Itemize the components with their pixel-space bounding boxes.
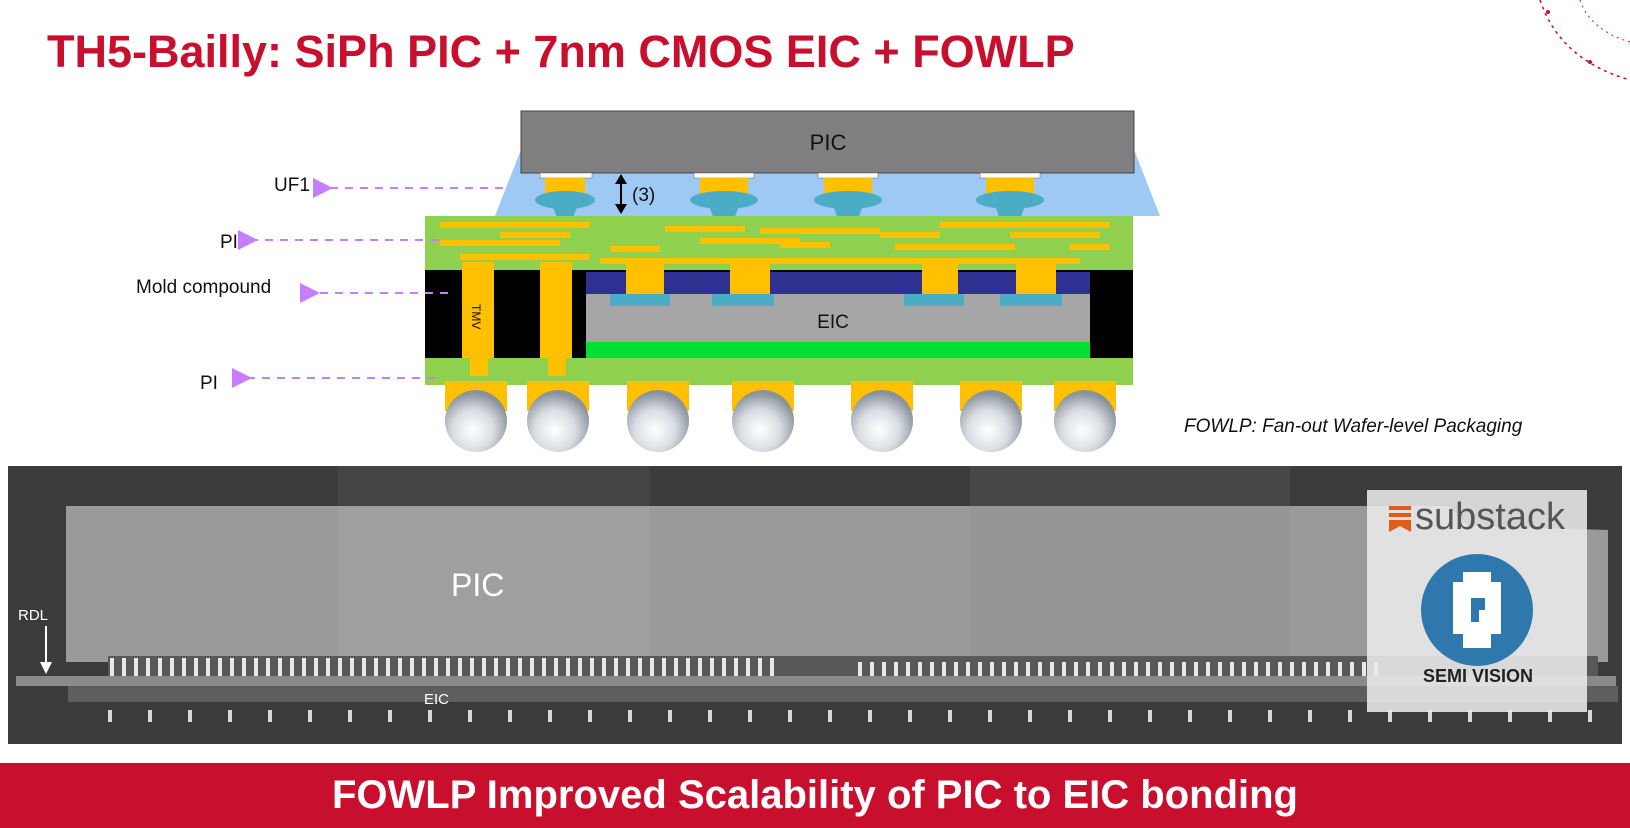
- fowlp-schematic: PIC (3): [232, 110, 1160, 452]
- die-attach-film: [586, 342, 1090, 358]
- eic-passivation: [586, 272, 1090, 294]
- micrograph-bumps: [110, 658, 1378, 678]
- watermark-brand: substack: [1415, 496, 1565, 538]
- callout-pi-top: PI: [220, 232, 238, 253]
- semivision-logo-icon: [1421, 554, 1533, 666]
- cross-section-micrograph: RDL PIC EIC: [8, 466, 1622, 744]
- micrograph-eic-label: EIC: [424, 691, 449, 708]
- substack-icon: [1389, 506, 1411, 532]
- pi-layer-bottom: [425, 358, 1133, 385]
- eic-label: EIC: [817, 312, 849, 333]
- fowlp-definition: FOWLP: Fan-out Wafer-level Packaging: [1184, 416, 1523, 437]
- rdl-traces: [440, 222, 1110, 264]
- watermark-name: SEMI VISION: [1423, 666, 1534, 686]
- slide-title: TH5-Bailly: SiPh PIC + 7nm CMOS EIC + FO…: [47, 26, 1075, 77]
- corner-decoration: [1539, 0, 1630, 81]
- bottom-banner-text: FOWLP Improved Scalability of PIC to EIC…: [332, 773, 1298, 817]
- solder-balls: [445, 390, 1116, 452]
- callout-uf1: UF1: [274, 175, 310, 196]
- callout-arrows: [232, 178, 503, 388]
- micrograph-rdl-label: RDL: [18, 607, 48, 624]
- tmv-label: TMV: [469, 304, 483, 329]
- pic-die: [520, 110, 1135, 174]
- through-mold-vias: [462, 262, 572, 360]
- micrograph-pic-label: PIC: [451, 567, 504, 603]
- gap-label: (3): [632, 185, 655, 206]
- pic-label: PIC: [810, 130, 847, 155]
- bottom-banner: FOWLP Improved Scalability of PIC to EIC…: [0, 763, 1630, 828]
- callout-pi-bottom: PI: [200, 373, 218, 394]
- substack-watermark: substack SEMI VISION: [1367, 490, 1587, 712]
- callout-mold-compound: Mold compound: [136, 277, 272, 298]
